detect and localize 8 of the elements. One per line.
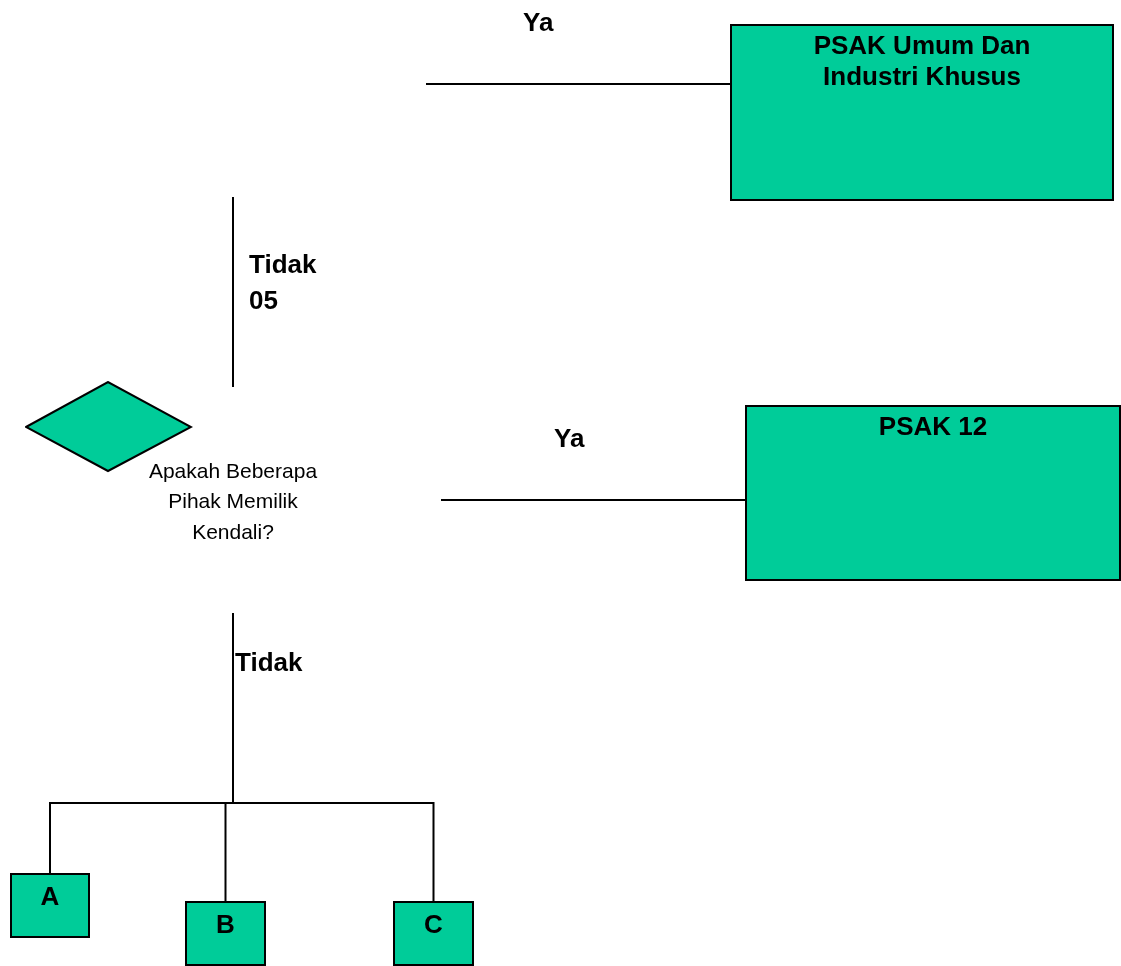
- process-box: PSAK Umum Dan Industri Khusus: [730, 24, 1114, 201]
- connector-line: [425, 83, 731, 85]
- process-box: B: [185, 901, 266, 966]
- decision-question: Apakah Beberapa Pihak Memilik Kendali?: [147, 458, 319, 545]
- process-box: C: [393, 901, 474, 966]
- process-box: PSAK 12: [745, 405, 1121, 581]
- process-box: A: [10, 873, 90, 938]
- connector-line: [440, 499, 746, 501]
